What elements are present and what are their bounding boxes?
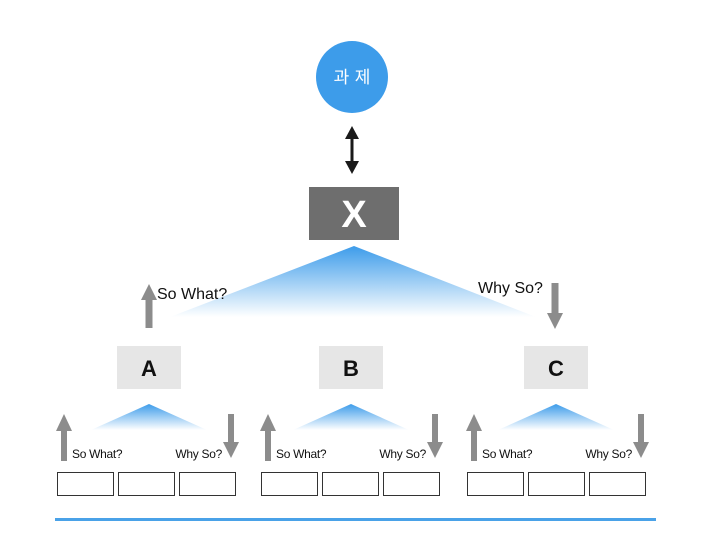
empty-box xyxy=(589,472,646,496)
goal-circle xyxy=(316,41,388,113)
arrow-up-icon xyxy=(56,414,72,461)
top-why-so-label: Why So? xyxy=(478,280,543,297)
branch-label: C xyxy=(548,356,564,381)
branch-group: C So What? Why So? xyxy=(466,346,649,496)
empty-box xyxy=(467,472,524,496)
arrow-up-icon xyxy=(260,414,276,461)
main-box-x xyxy=(309,187,399,240)
so-what-label: So What? xyxy=(72,447,123,461)
why-so-label: Why So? xyxy=(379,447,426,461)
arrow-down-icon xyxy=(427,414,443,458)
empty-box xyxy=(322,472,379,496)
arrow-down-icon xyxy=(633,414,649,458)
so-what-label: So What? xyxy=(482,447,533,461)
empty-box xyxy=(383,472,440,496)
branch-fan xyxy=(91,404,207,430)
branch-box xyxy=(319,346,383,389)
why-so-label: Why So? xyxy=(585,447,632,461)
why-so-label: Why So? xyxy=(175,447,222,461)
empty-box xyxy=(179,472,236,496)
arrow-up-icon xyxy=(466,414,482,461)
branch-group: A So What? Why So? xyxy=(56,346,239,496)
so-what-label: So What? xyxy=(276,447,327,461)
arrow-down-icon xyxy=(223,414,239,458)
empty-box xyxy=(118,472,175,496)
empty-box xyxy=(261,472,318,496)
arrow-up-icon xyxy=(141,284,157,328)
branch-fan xyxy=(498,404,614,430)
branch-group: B So What? Why So? xyxy=(260,346,443,496)
branch-groups: A So What? Why So? B So What? Why So? C So What… xyxy=(56,346,649,496)
arrow-down-icon xyxy=(547,283,563,329)
empty-box xyxy=(57,472,114,496)
baseline xyxy=(55,518,656,521)
branch-box xyxy=(524,346,588,389)
main-fan xyxy=(170,246,536,317)
goal-label: 과 제 xyxy=(334,68,371,88)
main-box-label: X xyxy=(341,194,367,236)
empty-box xyxy=(528,472,585,496)
branch-fan xyxy=(293,404,409,430)
branch-box xyxy=(117,346,181,389)
branch-label: A xyxy=(141,356,157,381)
double-arrow-icon xyxy=(345,126,359,174)
branch-label: B xyxy=(343,356,359,381)
top-so-what-label: So What? xyxy=(157,286,227,303)
